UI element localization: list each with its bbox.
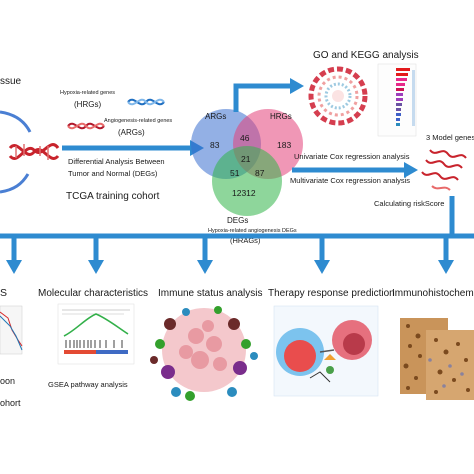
panel-molecular: Molecular characteristics GSEA pathway a… — [38, 288, 148, 389]
ihc-title: Immunohistochemis — [392, 288, 474, 299]
model-genes-label: 3 Model genes — [426, 133, 474, 142]
tissue-label: ssue — [0, 76, 22, 87]
gsea-plot-thumb — [57, 303, 135, 365]
args-label: (ARGs) — [118, 128, 145, 137]
venn-diagram: ARGs HRGs DEGs 83 183 12312 46 51 87 21 … — [191, 109, 303, 245]
arrow-head-icon — [88, 260, 104, 274]
venn-center: 21 — [241, 154, 251, 164]
venn-circle-degs — [212, 146, 282, 216]
go-kegg-title: GO and KEGG analysis — [313, 50, 419, 61]
venn-args-hrgs: 46 — [240, 133, 250, 143]
diff-analysis-line1: Differential Analysis Between — [68, 157, 165, 166]
venn-args-degs: 51 — [230, 168, 240, 178]
arrow-head-icon — [6, 260, 22, 274]
gsea-label: GSEA pathway analysis — [48, 380, 128, 389]
immune-cells-illustration — [150, 306, 258, 401]
immune-title: Immune status analysis — [158, 288, 263, 299]
risk-score-label: Calculating riskScore — [374, 199, 444, 208]
panel-therapy: Therapy response prediction — [268, 288, 395, 397]
model-genes-dna-icon — [421, 149, 467, 191]
univariate-label: Univariate Cox regression analysis — [294, 152, 410, 161]
args-title: Angiogenesis-related genes — [104, 118, 172, 124]
diff-analysis-line2: Tumor and Normal (DEGs) — [68, 169, 158, 178]
arrow-to-go-icon — [233, 83, 292, 112]
curve-arrow-icon — [0, 110, 32, 133]
tcga-label: TCGA training cohort — [66, 191, 160, 202]
therapy-title: Therapy response prediction — [268, 288, 395, 299]
venn-only-args: 83 — [210, 140, 220, 150]
venn-only-hrgs: 183 — [277, 140, 291, 150]
venn-label-hrgs: HRGs — [270, 112, 292, 121]
survival-plot-thumb — [0, 305, 23, 355]
left-section: ssue Hypoxia-related genes (HRGs) Angiog… — [0, 76, 204, 202]
hrgs-title: Hypoxia-related genes — [60, 90, 115, 96]
molecular-title: Molecular characteristics — [38, 288, 148, 299]
arrow-head-icon — [314, 260, 330, 274]
dna-icon — [8, 143, 60, 160]
multivariate-label: Multivariate Cox regression analysis — [290, 176, 410, 185]
venn-only-degs: 12312 — [232, 188, 256, 198]
curve-arrow-icon — [0, 173, 30, 194]
panel-survival: S oon ohort — [0, 287, 23, 408]
panel1-title: S — [0, 287, 7, 299]
panel1-line1: oon — [0, 376, 15, 386]
arrow-head-icon — [438, 260, 454, 274]
venn-label-degs: DEGs — [227, 216, 248, 225]
survival-curve — [0, 315, 23, 351]
venn-label-args: ARGs — [205, 112, 226, 121]
arrow-head-icon — [290, 78, 304, 94]
panel1-line2: ohort — [0, 398, 21, 408]
go-circle-plot — [308, 66, 368, 126]
hrgs-label: (HRGs) — [74, 100, 101, 109]
venn-hrgs-degs: 87 — [255, 168, 265, 178]
venn-caption-line2: (HRAGs) — [230, 236, 261, 245]
venn-caption-line1: Hypoxia-related angiogenesis DEGs — [208, 228, 297, 234]
arrow-head-icon — [404, 162, 418, 178]
args-dna-icon — [127, 98, 165, 106]
ihc-images — [400, 318, 474, 400]
panel-immune: Immune status analysis — [150, 288, 263, 401]
panel-ihc: Immunohistochemis — [392, 288, 474, 400]
right-section: GO and KEGG analysis Univ — [233, 50, 474, 226]
distribution-bar — [0, 226, 474, 274]
therapy-illustration — [273, 305, 379, 397]
arrow-head-icon — [197, 260, 213, 274]
kegg-bar-plot — [377, 63, 417, 137]
hrgs-dna-icon — [67, 122, 105, 130]
